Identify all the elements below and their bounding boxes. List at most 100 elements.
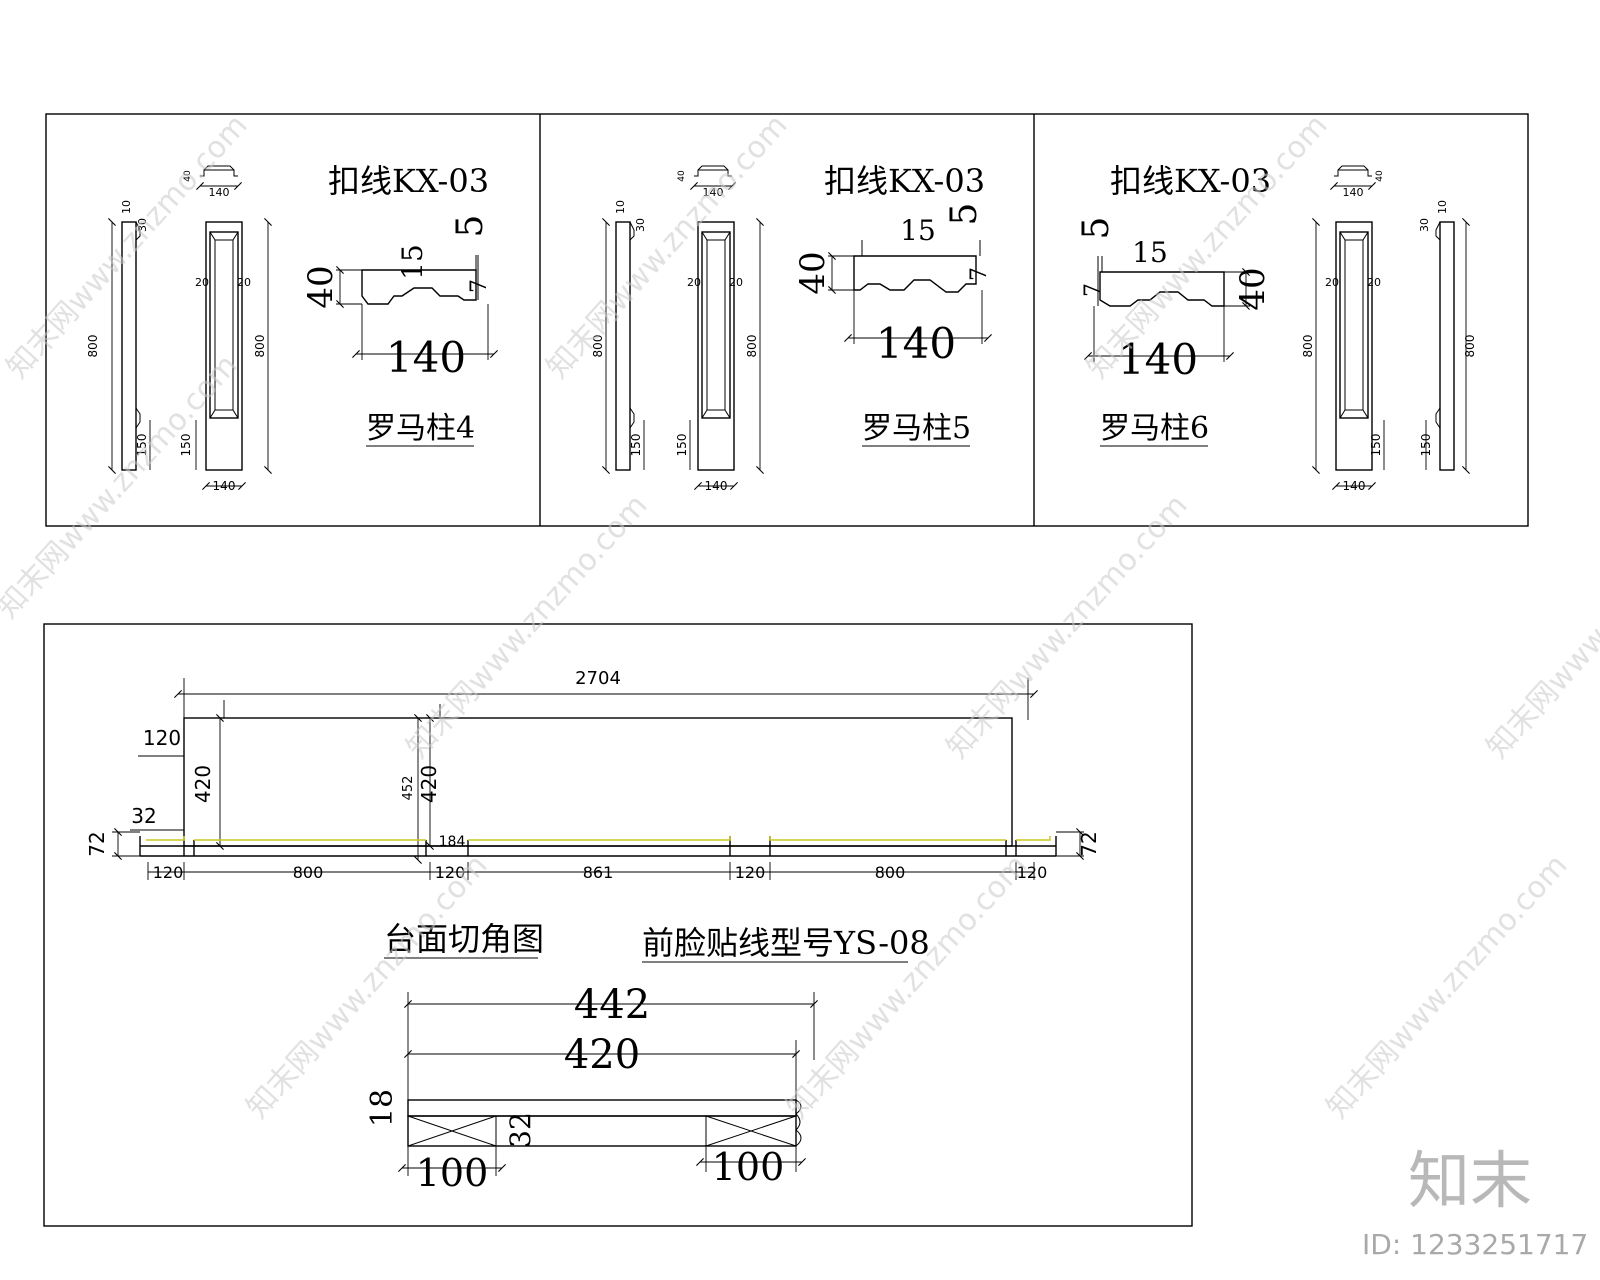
watermark-text: 知末网www.znzmo.com <box>240 848 495 1125</box>
dim-120-d: 120 <box>1017 863 1048 882</box>
dim-140: 140 <box>386 333 466 382</box>
dim-800-side: 800 <box>86 335 100 358</box>
panel-roman-column-5: 800 10 30 150 20 20 800 150 140 140 40 扣… <box>591 162 992 493</box>
trim-section: 442 420 18 32 100 100 <box>365 982 818 1195</box>
dim-20-right: 20 <box>237 276 251 289</box>
bottom-frame <box>43 623 1193 1227</box>
dim-150-side: 150 <box>135 434 149 457</box>
panel-caption: 罗马柱5 <box>862 411 971 446</box>
dim-420-left: 420 <box>191 765 215 803</box>
dim-20-right: 20 <box>1367 276 1381 289</box>
dim-20-left: 20 <box>195 276 209 289</box>
dim-150-side: 150 <box>629 434 643 457</box>
top-frame <box>45 113 1529 527</box>
dim-40-top: 40 <box>183 170 193 182</box>
dim-140-bottom: 140 <box>705 479 728 493</box>
dim-800-side: 800 <box>591 335 605 358</box>
dim-184: 184 <box>439 834 466 850</box>
watermark-text: 知末网www.znzmo.com <box>780 848 1035 1125</box>
column-front-view: 20 20 800 150 140 140 40 <box>675 165 764 493</box>
dim-20-left: 20 <box>1325 276 1339 289</box>
moulding-profile: 40 15 5 7 140 <box>1076 217 1273 384</box>
watermark-text: 知末网www.znzmo.com <box>940 488 1195 765</box>
dim-120-c: 120 <box>735 863 766 882</box>
watermark-text: 知末网www.znzmo.com <box>400 488 655 765</box>
dim-140: 140 <box>876 319 956 368</box>
watermark-text: 知末网www.znzmo.com <box>0 108 254 385</box>
dim-452: 452 <box>401 776 416 801</box>
dim-10: 10 <box>614 200 627 214</box>
moulding-profile: 40 15 5 7 140 <box>793 203 992 368</box>
dim-2704: 2704 <box>575 668 621 689</box>
dim-7: 7 <box>967 267 992 281</box>
dim-30: 30 <box>634 218 647 232</box>
dim-800-front: 800 <box>253 335 267 358</box>
dim-10: 10 <box>120 200 133 214</box>
dim-18: 18 <box>365 1089 400 1127</box>
dim-140-bottom: 140 <box>1343 479 1366 493</box>
dim-150-front: 150 <box>675 434 689 457</box>
dim-40-top: 40 <box>677 170 687 182</box>
column-side-view: 800 10 30 150 <box>86 200 151 474</box>
front-trim-caption: 前脸贴线型号YS-08 <box>642 924 930 962</box>
dim-800-a: 800 <box>293 863 324 882</box>
dim-20-right: 20 <box>729 276 743 289</box>
dim-15: 15 <box>396 244 429 280</box>
dim-72-left: 72 <box>85 831 109 856</box>
panel-title: 扣线KX-03 <box>824 162 985 200</box>
dim-800-b: 800 <box>875 863 906 882</box>
panel-title: 扣线KX-03 <box>1110 162 1271 200</box>
dim-140-top: 140 <box>209 186 230 199</box>
counter-caption: 台面切角图 <box>384 920 544 958</box>
panel-title: 扣线KX-03 <box>328 162 489 200</box>
watermark-text: 知末网www.znzmo.com <box>1480 488 1600 765</box>
dim-5: 5 <box>1076 217 1117 240</box>
countertop-plan: 2704 120 420 452 420 184 32 72 72 <box>85 668 1101 963</box>
dim-32: 32 <box>131 804 156 828</box>
site-logo: 知末 <box>1408 1144 1532 1217</box>
column-front-view: 20 20 800 150 140 140 40 <box>1301 165 1385 493</box>
column-side-view: 800 10 30 150 <box>591 200 647 474</box>
dim-7: 7 <box>1081 283 1106 297</box>
dim-442: 442 <box>574 982 650 1028</box>
dim-120-top: 120 <box>143 726 181 750</box>
dim-140-bottom: 140 <box>213 479 236 493</box>
dim-150-front: 150 <box>1369 434 1383 457</box>
dim-72-right: 72 <box>1077 831 1101 856</box>
dim-20-left: 20 <box>687 276 701 289</box>
dim-100-right: 100 <box>712 1145 785 1189</box>
dim-7: 7 <box>467 279 492 293</box>
dim-150-side: 150 <box>1419 434 1433 457</box>
dim-32: 32 <box>504 1112 537 1148</box>
watermark-text: 知末网www.znzmo.com <box>1320 848 1575 1125</box>
dim-30: 30 <box>1418 218 1431 232</box>
panel-roman-column-6: 扣线KX-03 40 15 5 7 140 罗马柱6 20 20 <box>1076 162 1477 493</box>
dim-15: 15 <box>900 214 936 247</box>
moulding-profile: 40 15 5 7 140 <box>301 215 498 382</box>
column-front-view: 20 20 800 150 140 140 40 <box>179 165 272 493</box>
dim-5: 5 <box>944 203 985 226</box>
panel-roman-column-4: 800 10 30 150 20 20 800 150 140 140 40 <box>86 162 498 493</box>
dim-120-b: 120 <box>435 863 466 882</box>
panel-caption: 罗马柱4 <box>366 411 475 446</box>
dim-40: 40 <box>301 265 341 308</box>
panel-caption: 罗马柱6 <box>1100 411 1209 446</box>
dim-420: 420 <box>564 1032 640 1078</box>
dim-140: 140 <box>1118 335 1198 384</box>
dim-40: 40 <box>1233 267 1273 310</box>
dim-100-left: 100 <box>416 1151 489 1195</box>
image-id: ID: 1233251717 <box>1362 1228 1588 1261</box>
dim-5: 5 <box>450 215 491 238</box>
dim-140-top: 140 <box>703 186 724 199</box>
dim-800-front: 800 <box>1301 335 1315 358</box>
dim-30: 30 <box>136 218 149 232</box>
dim-140-top: 140 <box>1343 186 1364 199</box>
dim-800-front: 800 <box>745 335 759 358</box>
dim-861: 861 <box>583 863 614 882</box>
dim-10: 10 <box>1436 200 1449 214</box>
dim-40: 40 <box>793 251 833 294</box>
dim-420-mid: 420 <box>417 765 441 803</box>
dim-120-a: 120 <box>153 863 184 882</box>
dim-40-top: 40 <box>1375 170 1385 182</box>
